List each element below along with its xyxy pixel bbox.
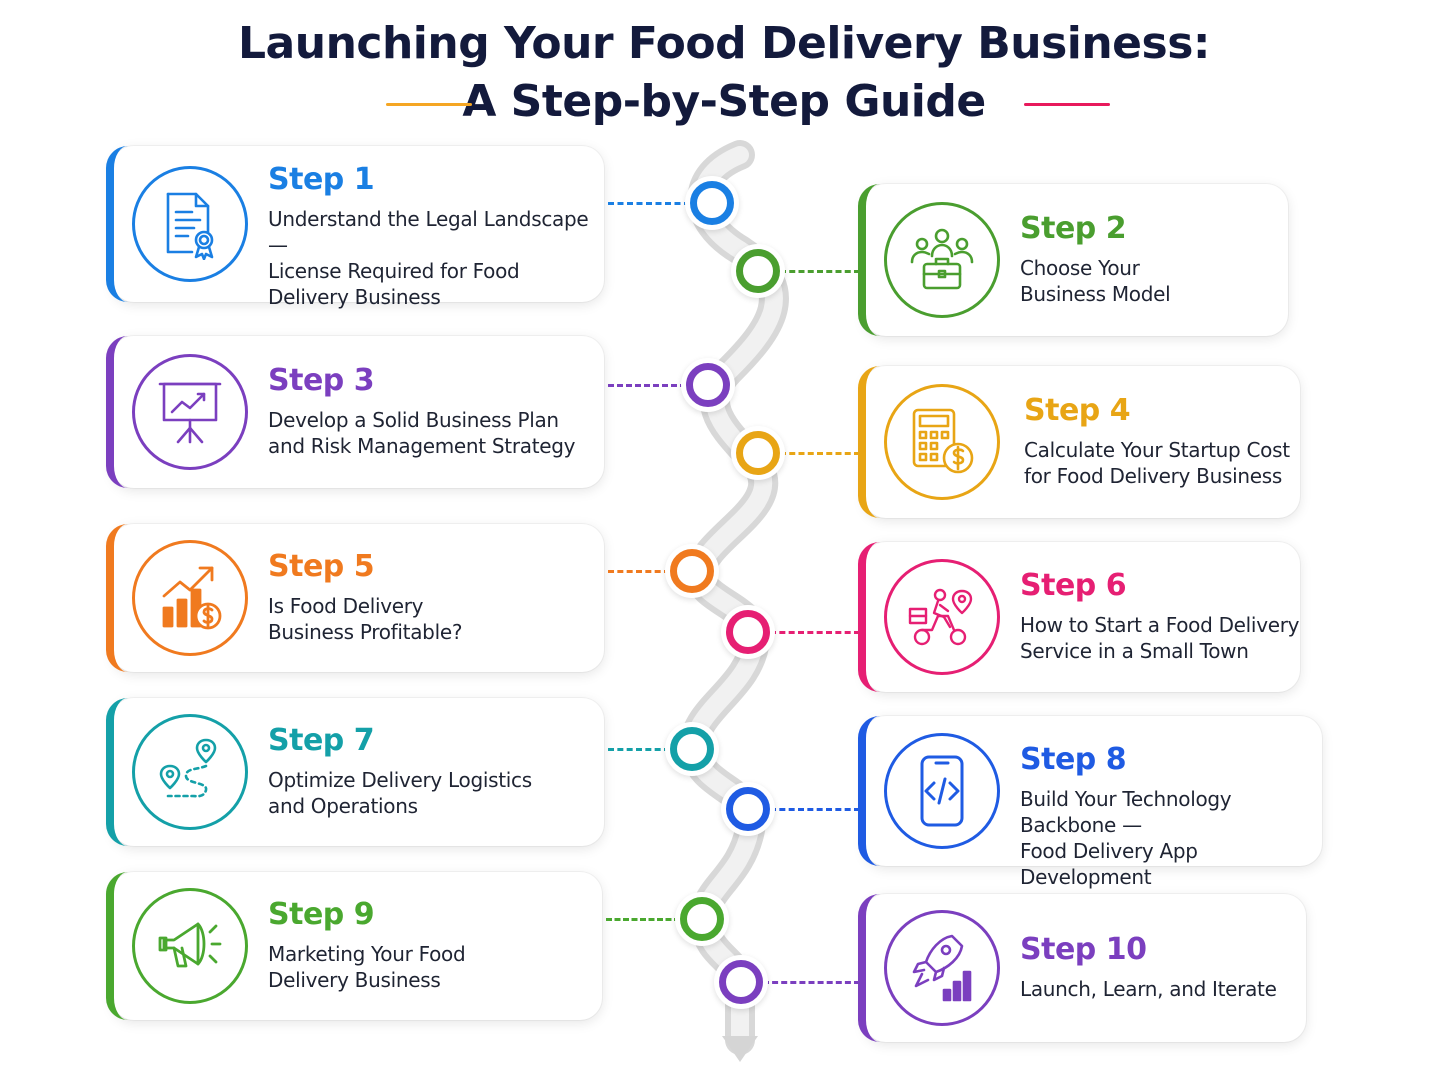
presentation-board-icon bbox=[132, 354, 248, 470]
delivery-scooter-icon bbox=[884, 559, 1000, 675]
card-accent-bar bbox=[106, 146, 128, 302]
step-description-line: and Operations bbox=[268, 794, 418, 818]
step-description-line: Choose Your bbox=[1020, 256, 1140, 280]
step-description-line: Service in a Small Town bbox=[1020, 639, 1249, 663]
card-accent-bar bbox=[106, 336, 128, 488]
step-description-line: How to Start a Food Delivery bbox=[1020, 613, 1300, 637]
step-description-line: Is Food Delivery bbox=[268, 594, 424, 618]
title-rule-left bbox=[386, 103, 472, 106]
step-description-line: License Required for Food bbox=[268, 259, 520, 283]
step-node-8 bbox=[726, 787, 770, 831]
step-connector-10 bbox=[763, 981, 860, 984]
growth-chart-icon bbox=[132, 540, 248, 656]
step-description-line: and Risk Management Strategy bbox=[268, 434, 576, 458]
step-node-1 bbox=[690, 181, 734, 225]
step-connector-4 bbox=[780, 452, 860, 455]
step-label: Step 1 bbox=[268, 162, 375, 197]
step-node-9 bbox=[680, 897, 724, 941]
step-description-line: Optimize Delivery Logistics bbox=[268, 768, 532, 792]
step-card-8: Step 8 Build Your Technology Backbone —Fo… bbox=[858, 716, 1322, 889]
step-description-line: Delivery Business bbox=[268, 968, 441, 992]
step-connector-7 bbox=[608, 748, 670, 751]
step-description-line: for Food Delivery Business bbox=[1024, 464, 1282, 488]
card-accent-bar bbox=[858, 184, 880, 336]
step-connector-3 bbox=[608, 384, 686, 387]
card-accent-bar bbox=[858, 894, 880, 1042]
megaphone-icon bbox=[132, 888, 248, 1004]
step-description-line: Marketing Your Food bbox=[268, 942, 466, 966]
step-description-line: Food Delivery App Development bbox=[1020, 839, 1198, 889]
step-label: Step 9 bbox=[268, 897, 375, 932]
step-label: Step 4 bbox=[1024, 393, 1131, 428]
step-description: Build Your Technology Backbone —Food Del… bbox=[1020, 786, 1322, 890]
step-connector-6 bbox=[770, 631, 860, 634]
step-description-line: Business Model bbox=[1020, 282, 1171, 306]
step-description: Launch, Learn, and Iterate bbox=[1020, 976, 1277, 1002]
step-node-4 bbox=[736, 431, 780, 475]
step-connector-9 bbox=[606, 918, 680, 921]
card-accent-bar bbox=[106, 698, 128, 846]
card-accent-bar bbox=[858, 366, 880, 518]
rocket-growth-icon bbox=[884, 910, 1000, 1026]
step-description-line: Business Profitable? bbox=[268, 620, 463, 644]
step-node-5 bbox=[670, 549, 714, 593]
step-description-line: Calculate Your Startup Cost bbox=[1024, 438, 1290, 462]
card-accent-bar bbox=[858, 542, 880, 692]
title-rule-right bbox=[1024, 103, 1110, 106]
step-description: Understand the Legal Landscape —License … bbox=[268, 206, 604, 310]
step-description-line: Understand the Legal Landscape — bbox=[268, 207, 589, 257]
step-node-3 bbox=[686, 363, 730, 407]
step-label: Step 5 bbox=[268, 549, 375, 584]
step-card-10: Step 10 Launch, Learn, and Iterate bbox=[858, 894, 1306, 1042]
step-connector-2 bbox=[780, 270, 860, 273]
step-card-1: Step 1 Understand the Legal Landscape —Li… bbox=[106, 146, 604, 309]
calculator-dollar-icon bbox=[884, 384, 1000, 500]
road-arrow-icon bbox=[722, 1036, 758, 1062]
route-map-icon bbox=[132, 714, 248, 830]
step-label: Step 3 bbox=[268, 363, 375, 398]
step-connector-8 bbox=[770, 808, 860, 811]
step-description-line: Develop a Solid Business Plan bbox=[268, 408, 559, 432]
step-node-2 bbox=[736, 249, 780, 293]
card-accent-bar bbox=[106, 524, 128, 672]
step-label: Step 10 bbox=[1020, 932, 1147, 967]
step-label: Step 7 bbox=[268, 723, 375, 758]
card-accent-bar bbox=[858, 716, 880, 866]
card-accent-bar bbox=[106, 872, 128, 1020]
mobile-code-icon bbox=[884, 733, 1000, 849]
step-label: Step 6 bbox=[1020, 568, 1127, 603]
title-line-1: Launching Your Food Delivery Business: bbox=[238, 18, 1210, 69]
step-node-10 bbox=[719, 960, 763, 1004]
step-description-line: Launch, Learn, and Iterate bbox=[1020, 977, 1277, 1001]
step-connector-5 bbox=[608, 570, 670, 573]
step-label: Step 8 bbox=[1020, 742, 1127, 777]
step-label: Step 2 bbox=[1020, 211, 1127, 246]
team-briefcase-icon bbox=[884, 202, 1000, 318]
title-line-2: A Step-by-Step Guide bbox=[462, 76, 986, 127]
step-description-line: Build Your Technology Backbone — bbox=[1020, 787, 1232, 837]
step-node-7 bbox=[670, 727, 714, 771]
certificate-document-icon bbox=[132, 166, 248, 282]
step-connector-1 bbox=[608, 202, 690, 205]
step-node-6 bbox=[726, 610, 770, 654]
step-description-line: Delivery Business bbox=[268, 285, 441, 309]
